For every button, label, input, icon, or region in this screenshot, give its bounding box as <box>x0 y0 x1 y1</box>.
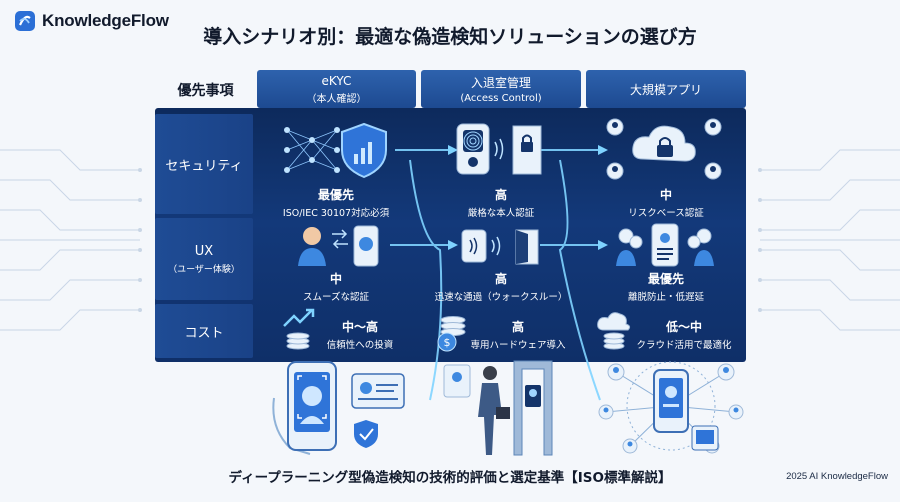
brand-logo[interactable]: KnowledgeFlow <box>14 10 169 32</box>
column-header-sub: （本人確認） <box>306 93 367 105</box>
row-header-cost: コスト <box>155 304 253 358</box>
footer-caption: ディープラーニング型偽造検知の技術的評価と選定基準【ISO標準解説】 <box>228 470 672 486</box>
coin-stack-icon: $ <box>437 316 466 352</box>
face-verification-icon <box>298 225 379 267</box>
user-group-phone-icon <box>616 223 714 267</box>
row-header-label: UX <box>194 243 214 259</box>
cell-ekyc-cost: 中〜高 信頼性への投資 <box>300 318 420 351</box>
cell-desc: スムーズな認証 <box>302 292 370 303</box>
knowledgeflow-logo-icon <box>15 11 35 31</box>
corner-label: 優先事項 <box>177 83 234 99</box>
growth-coins-icon <box>283 308 315 350</box>
cell-main: 最優先 <box>317 188 354 202</box>
row-header-label: コスト <box>184 325 224 341</box>
cell-desc: 離脱防止・低遅延 <box>627 292 704 303</box>
walkthrough-gate-icon <box>443 360 553 456</box>
cell-main: 最優先 <box>647 272 684 286</box>
svg-text:$: $ <box>444 336 451 349</box>
fingerprint-door-icon <box>456 123 542 175</box>
cell-access-cost: 高 専用ハードウェア導入 <box>458 318 578 351</box>
column-header-large-app: 大規模アプリ <box>586 70 746 108</box>
cell-desc: 厳格な本人認証 <box>467 208 535 219</box>
cell-largeapp-ux: 最優先 離脱防止・低遅延 <box>586 270 746 303</box>
cell-desc: 信頼性への投資 <box>326 340 394 351</box>
cell-main: 高 <box>511 320 524 334</box>
cell-largeapp-cost: 低〜中 クラウド活用で最適化 <box>624 318 744 351</box>
cell-desc: 迅速な通過（ウォークスルー） <box>434 292 568 303</box>
column-header-label: eKYC <box>321 73 352 88</box>
column-header-access-control: 入退室管理 (Access Control) <box>421 70 581 108</box>
row-header-label: セキュリティ <box>165 158 243 174</box>
column-header-ekyc: eKYC （本人確認） <box>257 70 416 108</box>
cell-main: 低〜中 <box>665 320 702 334</box>
row-header-ux: UX （ユーザー体験） <box>155 218 253 300</box>
cell-access-security: 高 厳格な本人認証 <box>421 186 581 219</box>
nfc-door-icon <box>461 229 539 265</box>
column-header-sub: (Access Control) <box>460 93 542 104</box>
copyright-credit: 2025 AI KnowledgeFlow <box>786 471 888 482</box>
cell-main: 中〜高 <box>341 320 378 334</box>
cell-largeapp-security: 中 リスクベース認証 <box>586 186 746 219</box>
row-header-sub: （ユーザー体験） <box>168 264 240 275</box>
app-network-icon <box>598 361 744 454</box>
cell-desc: ISO/IEC 30107対応必須 <box>282 208 390 219</box>
page-title: 導入シナリオ別：最適な偽造検知ソリューションの選び方 <box>203 26 697 48</box>
cell-access-ux: 高 迅速な通過（ウォークスルー） <box>421 270 581 303</box>
row-header-security: セキュリティ <box>155 114 253 214</box>
column-header-label: 入退室管理 <box>470 76 531 90</box>
cloud-lock-users-icon <box>606 118 722 180</box>
smartphone-face-scan-icon <box>272 361 405 455</box>
brand-name: KnowledgeFlow <box>42 11 169 30</box>
cell-main: 中 <box>329 272 342 286</box>
cell-desc: クラウド活用で最適化 <box>636 340 732 351</box>
cell-main: 高 <box>494 188 507 202</box>
cloud-coins-icon <box>597 312 631 350</box>
cell-ekyc-ux: 中 スムーズな認証 <box>256 270 416 303</box>
cell-main: 高 <box>494 272 507 286</box>
neural-network-shield-icon <box>284 122 387 179</box>
cell-ekyc-security: 最優先 ISO/IEC 30107対応必須 <box>256 186 416 219</box>
column-header-label: 大規模アプリ <box>629 82 702 97</box>
cell-desc: リスクベース認証 <box>628 208 704 219</box>
cell-main: 中 <box>659 188 672 202</box>
cell-desc: 専用ハードウェア導入 <box>470 340 566 351</box>
